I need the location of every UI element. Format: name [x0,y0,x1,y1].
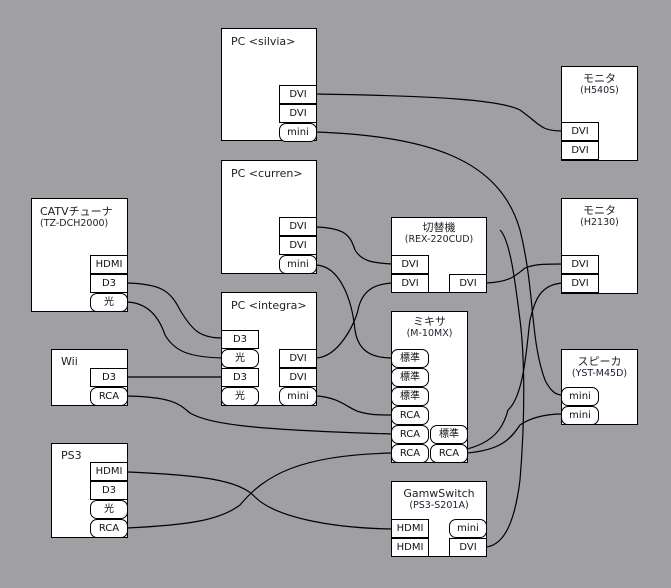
device-gameswitch[interactable]: GamwSwitch (PS3-S201A) HDMI HDMI mini DV… [391,481,487,557]
port-dvi-in-1[interactable]: DVI [391,255,429,274]
wire-ps3-hdmi-to-gameswitch-hdmi [126,471,393,530]
device-title: PC <curren> [231,167,303,180]
port-dvi-1[interactable]: DVI [279,217,317,236]
wire-integra-mini-to-mixer-rca [315,395,393,416]
device-pc-silvia[interactable]: PC <silvia> DVI DVI mini [221,28,317,142]
port-optical-1[interactable]: 光 [221,349,259,368]
port-rca-in-2[interactable]: RCA [391,425,429,444]
port-dvi-out[interactable]: DVI [449,538,487,557]
wire-gameswitch-dvi-to-switcher [485,229,525,548]
device-switcher[interactable]: 切替機 (REX-220CUD) DVI DVI DVI [391,217,487,293]
wire-switcher-dvi-to-h2130-dvi [485,263,563,284]
device-model: (YST-M45D) [571,368,628,379]
port-d3[interactable]: D3 [90,481,128,500]
wire-curren-dvi-to-switcher-dvi [315,226,393,265]
device-title: PC <silvia> [231,35,296,48]
port-dvi-2[interactable]: DVI [279,104,317,123]
port-dvi-1[interactable]: DVI [279,85,317,104]
device-model: (H540S) [580,85,619,96]
port-hdmi-in-2[interactable]: HDMI [391,538,429,557]
port-rca[interactable]: RCA [90,387,128,406]
device-name: モニタ [583,72,616,85]
wire-integra-dvi-to-switcher-dvi [315,282,393,359]
device-pc-curren[interactable]: PC <curren> DVI DVI mini [221,160,317,274]
device-model: (TZ-DCH2000) [40,218,109,229]
port-dvi-2[interactable]: DVI [279,368,317,387]
device-name: モニタ [583,204,616,217]
port-dvi-2[interactable]: DVI [279,236,317,255]
port-dvi-1[interactable]: DVI [561,255,599,274]
port-d3[interactable]: D3 [90,274,128,293]
port-mini-2[interactable]: mini [561,406,599,425]
port-dvi-in-2[interactable]: DVI [391,274,429,293]
wire-catv-d3-to-integra-d3 [126,282,223,339]
port-mini-1[interactable]: mini [561,387,599,406]
device-title: Wii [61,355,78,368]
device-model: (M-10MX) [406,328,453,339]
port-optical[interactable]: 光 [90,293,128,312]
device-monitor-h2130[interactable]: モニタ (H2130) DVI DVI [561,198,638,294]
device-title: CATVチューナ (TZ-DCH2000) [40,205,113,230]
port-dvi-1[interactable]: DVI [561,122,599,141]
device-speaker[interactable]: スピーカ (YST-M45D) mini mini [561,349,638,425]
device-title: PS3 [61,449,82,462]
device-monitor-h540s[interactable]: モニタ (H540S) DVI DVI [561,66,638,161]
port-mini[interactable]: mini [279,123,317,142]
device-title: 切替機 (REX-220CUD) [392,221,486,246]
port-dvi-2[interactable]: DVI [561,141,599,160]
port-d3-2[interactable]: D3 [221,368,259,387]
wire-ps3-rca-to-mixer-rca [126,452,393,529]
port-dvi-2[interactable]: DVI [561,274,599,293]
device-model: (PS3-S201A) [409,500,469,511]
port-optical[interactable]: 光 [90,500,128,519]
port-d3[interactable]: D3 [90,368,128,387]
port-rca-in-3[interactable]: RCA [391,444,429,463]
device-wii[interactable]: Wii D3 RCA [51,349,128,406]
port-hdmi[interactable]: HDMI [90,255,128,274]
device-name: GamwSwitch [403,487,475,500]
port-mini[interactable]: mini [279,387,317,406]
device-title: GamwSwitch (PS3-S201A) [392,487,486,512]
device-pc-integra[interactable]: PC <integra> D3 光 D3 光 DVI DVI mini [221,292,317,406]
device-title: モニタ (H540S) [562,72,637,97]
wire-mixer-rca-to-speaker-mini [466,413,563,454]
device-name: 切替機 [422,221,456,234]
device-title: ミキサ (M-10MX) [392,315,467,340]
device-name: スピーカ [577,355,622,368]
port-rca-out[interactable]: RCA [430,444,468,463]
port-mini[interactable]: mini [279,255,317,274]
wire-silvia-dvi-to-h540s-dvi [315,93,563,132]
port-optical-2[interactable]: 光 [221,387,259,406]
device-title: PC <integra> [231,299,307,312]
device-name: CATVチューナ [40,205,113,218]
port-hdmi[interactable]: HDMI [90,462,128,481]
port-mini-out[interactable]: mini [449,519,487,538]
device-title: スピーカ (YST-M45D) [562,355,637,380]
port-dvi-1[interactable]: DVI [279,349,317,368]
device-model: (REX-220CUD) [404,234,474,245]
port-std-in-1[interactable]: 標準 [391,349,429,368]
device-catv-tuner[interactable]: CATVチューナ (TZ-DCH2000) HDMI D3 光 [31,198,128,312]
wire-catv-opt-to-integra-opt [126,301,223,359]
port-rca[interactable]: RCA [90,519,128,538]
wire-curren-mini-to-mixer-std [315,264,393,359]
device-mixer[interactable]: ミキサ (M-10MX) 標準 標準 標準 RCA RCA RCA 標準 RCA [391,311,468,463]
device-title: モニタ (H2130) [562,204,637,229]
device-model: (H2130) [580,217,619,228]
port-rca-in-1[interactable]: RCA [391,406,429,425]
port-dvi-out[interactable]: DVI [449,274,487,293]
port-std-out[interactable]: 標準 [430,425,468,444]
device-ps3[interactable]: PS3 HDMI D3 光 RCA [51,443,128,538]
device-name: ミキサ [413,315,446,328]
port-hdmi-in-1[interactable]: HDMI [391,519,429,538]
port-std-in-3[interactable]: 標準 [391,387,429,406]
port-std-in-2[interactable]: 標準 [391,368,429,387]
port-d3-1[interactable]: D3 [221,330,259,349]
